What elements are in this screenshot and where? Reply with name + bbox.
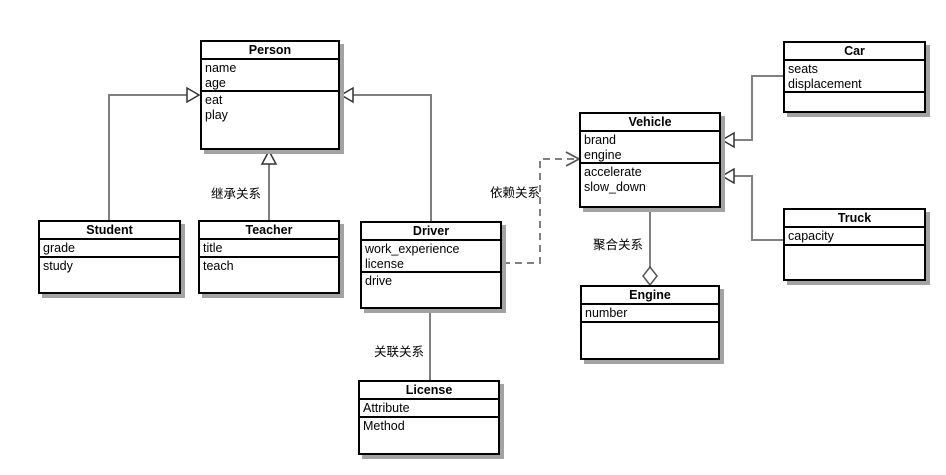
- attribute-license: license: [365, 257, 404, 271]
- attribute-number: number: [585, 306, 628, 320]
- class-driver-attributes: work_experience license: [362, 241, 500, 273]
- class-engine-title: Engine: [582, 287, 718, 305]
- inheritance-connector-driver-person: [339, 86, 432, 221]
- class-car-title: Car: [785, 43, 924, 61]
- attribute-engine: engine: [584, 148, 622, 162]
- inheritance-connector-car-vehicle: [720, 75, 783, 149]
- class-teacher-title: Teacher: [200, 222, 338, 240]
- hollow-triangle-arrowhead-icon: [339, 86, 354, 104]
- class-student: Student grade study: [38, 220, 181, 294]
- hollow-triangle-arrowhead-icon: [186, 86, 201, 104]
- hollow-triangle-arrowhead-icon: [260, 149, 278, 165]
- inheritance-connector-student-person: [108, 86, 201, 220]
- inheritance-connector-truck-vehicle: [720, 167, 783, 241]
- attribute-name: name: [205, 61, 237, 75]
- method-study: study: [43, 259, 73, 273]
- dependency-relationship-label: 依赖关系: [490, 186, 541, 200]
- class-person-attributes: name age: [202, 60, 338, 92]
- method-eat: eat: [205, 93, 223, 107]
- class-engine-methods: [582, 323, 718, 358]
- class-vehicle-methods: accelerate slow_down: [581, 164, 719, 206]
- attribute-work-experience: work_experience: [365, 242, 460, 256]
- class-driver: Driver work_experience license drive: [360, 221, 502, 309]
- class-person: Person name age eat play: [200, 40, 340, 150]
- attribute-brand: brand: [584, 133, 616, 147]
- class-vehicle-attributes: brand engine: [581, 132, 719, 164]
- hollow-triangle-arrowhead-icon: [720, 131, 735, 149]
- method-play: play: [205, 108, 228, 122]
- method-slow-down: slow_down: [584, 180, 646, 194]
- class-car-attributes: seats displacement: [785, 61, 924, 93]
- class-license-title: License: [360, 382, 498, 400]
- class-person-title: Person: [202, 42, 338, 60]
- class-truck-methods: [785, 246, 924, 279]
- class-vehicle-title: Vehicle: [581, 114, 719, 132]
- class-driver-methods: drive: [362, 273, 500, 307]
- class-person-methods: eat play: [202, 92, 338, 148]
- class-teacher-methods: teach: [200, 258, 338, 292]
- class-student-methods: study: [40, 258, 179, 292]
- class-student-title: Student: [40, 222, 179, 240]
- class-teacher-attributes: title: [200, 240, 338, 258]
- method-drive: drive: [365, 274, 393, 288]
- class-car-methods: [785, 93, 924, 111]
- attribute-attribute: Attribute: [363, 401, 410, 415]
- attribute-grade: grade: [43, 241, 75, 255]
- class-truck-attributes: capacity: [785, 228, 924, 246]
- attribute-seats: seats: [788, 62, 818, 76]
- class-engine: Engine number: [580, 285, 720, 360]
- class-license-attributes: Attribute: [360, 400, 498, 418]
- class-engine-attributes: number: [582, 305, 718, 323]
- hollow-diamond-icon: [642, 265, 658, 287]
- association-relationship-label: 关联关系: [374, 345, 425, 359]
- class-teacher: Teacher title teach: [198, 220, 340, 294]
- attribute-title: title: [203, 241, 223, 255]
- class-truck: Truck capacity: [783, 208, 926, 281]
- hollow-triangle-arrowhead-icon: [720, 167, 735, 185]
- class-vehicle: Vehicle brand engine accelerate slow_dow…: [579, 112, 721, 208]
- class-license: License Attribute Method: [358, 380, 500, 455]
- attribute-age: age: [205, 76, 226, 90]
- method-method: Method: [363, 419, 405, 433]
- method-accelerate: accelerate: [584, 165, 642, 179]
- dependency-connector-driver-vehicle: [503, 151, 581, 264]
- class-license-methods: Method: [360, 418, 498, 453]
- method-teach: teach: [203, 259, 234, 273]
- class-driver-title: Driver: [362, 223, 500, 241]
- inheritance-connector-teacher-person: [260, 149, 278, 220]
- attribute-capacity: capacity: [788, 229, 834, 243]
- class-car: Car seats displacement: [783, 41, 926, 113]
- aggregation-relationship-label: 聚合关系: [593, 238, 644, 252]
- inheritance-relationship-label: 继承关系: [211, 187, 262, 201]
- attribute-displacement: displacement: [788, 77, 862, 91]
- class-student-attributes: grade: [40, 240, 179, 258]
- aggregation-connector-vehicle-engine: [642, 208, 658, 287]
- class-truck-title: Truck: [785, 210, 924, 228]
